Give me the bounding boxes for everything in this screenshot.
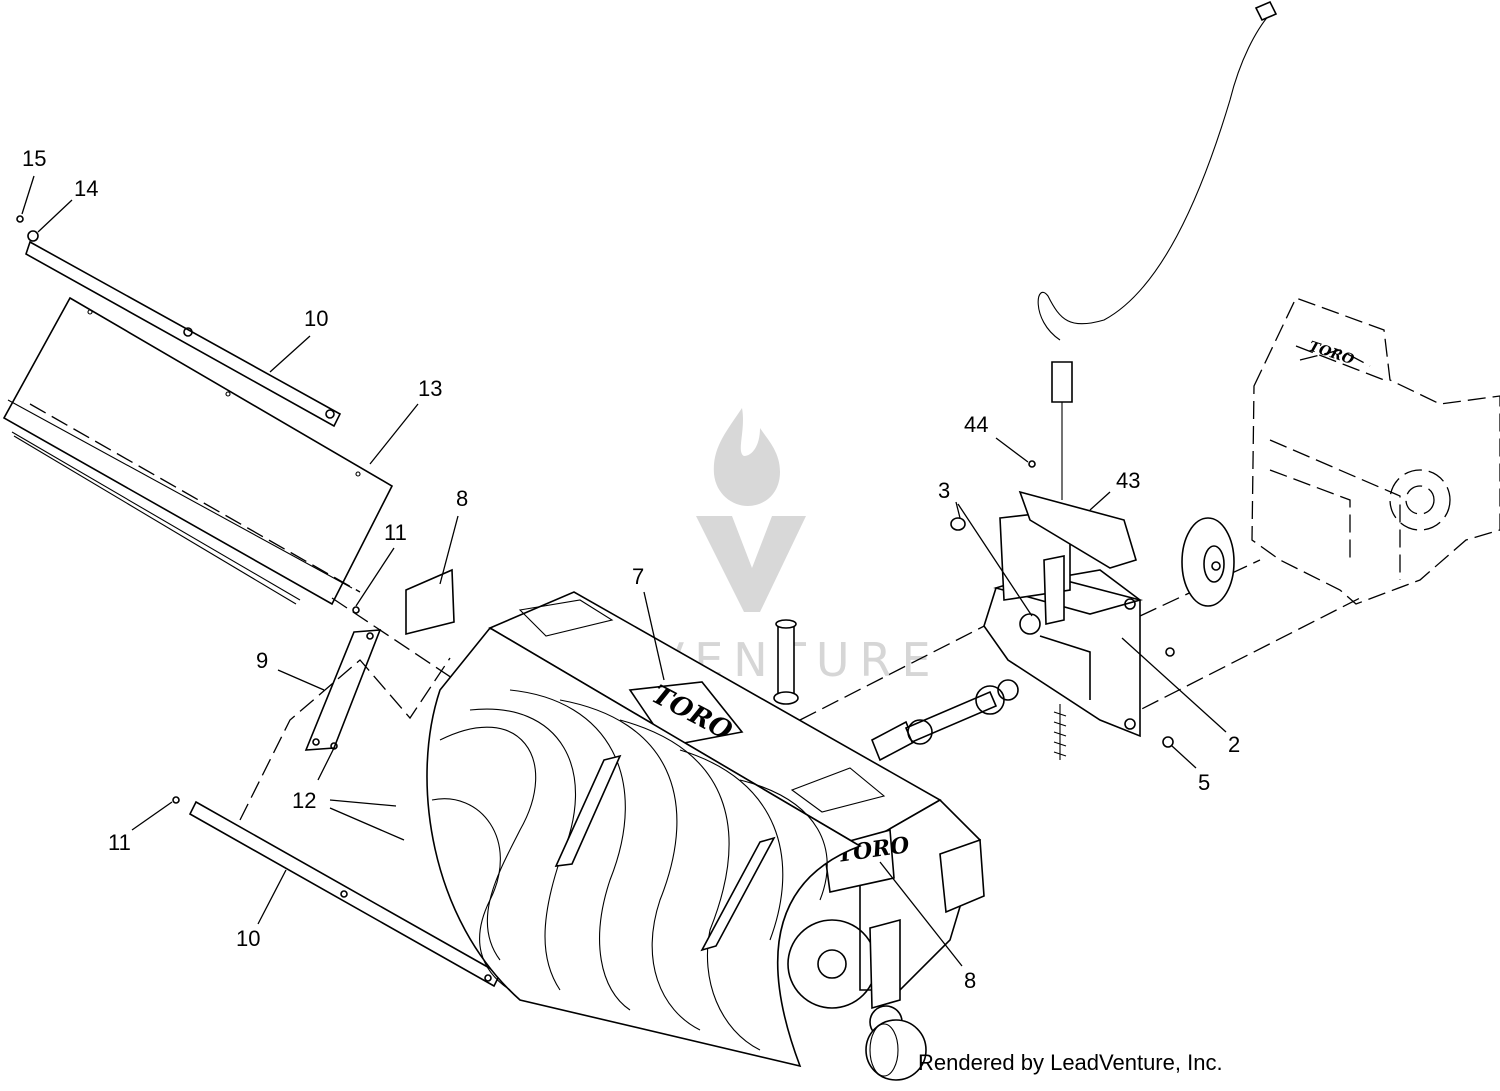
drive-shaft bbox=[870, 679, 1019, 762]
callout-9: 9 bbox=[256, 648, 268, 673]
callout-labels: 15 14 10 13 8 11 9 7 12 11 10 44 43 3 2 … bbox=[22, 146, 1240, 993]
mounting-strip-bottom bbox=[172, 796, 502, 988]
gearbox-mount bbox=[950, 460, 1175, 760]
callout-14: 14 bbox=[74, 176, 98, 201]
callout-13: 13 bbox=[418, 376, 442, 401]
screw-icon bbox=[16, 215, 24, 223]
traction-unit-outline: TORO bbox=[1251, 297, 1500, 605]
leader-lines bbox=[21, 175, 1227, 967]
callout-15: 15 bbox=[22, 146, 46, 171]
render-credit: Rendered by LeadVenture, Inc. bbox=[918, 1050, 1223, 1075]
callout-11-bottom: 11 bbox=[108, 830, 131, 855]
mounting-strip-top bbox=[16, 215, 342, 428]
v-logo-icon bbox=[696, 516, 806, 612]
callout-3: 3 bbox=[938, 478, 950, 503]
caster-wheel bbox=[865, 838, 985, 1081]
flame-icon bbox=[713, 408, 780, 506]
svg-text:TORO: TORO bbox=[1307, 339, 1357, 369]
callout-7: 7 bbox=[632, 564, 644, 589]
callout-8-gasket: 8 bbox=[456, 486, 468, 511]
callout-10-top: 10 bbox=[304, 306, 328, 331]
deflector-shield bbox=[2, 296, 394, 606]
callout-11-top: 11 bbox=[384, 520, 407, 545]
callout-43: 43 bbox=[1116, 468, 1140, 493]
callout-8-decal: 8 bbox=[964, 968, 976, 993]
gasket-left bbox=[405, 568, 455, 636]
washer-icon bbox=[27, 230, 39, 242]
drive-pulley bbox=[1181, 517, 1235, 607]
callout-2: 2 bbox=[1228, 732, 1240, 757]
callout-5: 5 bbox=[1198, 770, 1210, 795]
callout-12: 12 bbox=[292, 788, 316, 813]
support-bracket bbox=[304, 606, 382, 751]
callout-10-bottom: 10 bbox=[236, 926, 260, 951]
carriage-bolt bbox=[773, 619, 799, 705]
callout-44: 44 bbox=[964, 412, 988, 437]
lift-cable bbox=[1037, 0, 1278, 500]
broom-housing: TORO TORO bbox=[426, 591, 981, 1068]
